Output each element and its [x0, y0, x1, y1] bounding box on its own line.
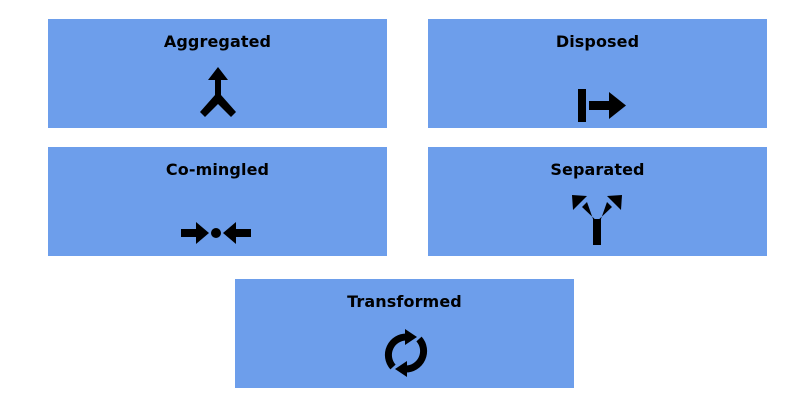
tile-title-comingled: Co-mingled [165, 160, 270, 179]
tile-title-separated: Separated [550, 160, 645, 179]
tile-comingled: Co-mingled [48, 147, 387, 256]
tile-disposed: Disposed [428, 19, 767, 128]
tile-transformed: Transformed [235, 279, 574, 388]
tile-title-aggregated: Aggregated [163, 32, 272, 51]
converging-arrows-icon [181, 222, 251, 244]
tile-separated: Separated [428, 147, 767, 256]
split-arrow-icon [572, 195, 622, 245]
merge-arrow-icon [200, 67, 236, 117]
bar-right-arrow-icon [578, 89, 626, 122]
tile-aggregated: Aggregated [48, 19, 387, 128]
tile-title-transformed: Transformed [347, 292, 462, 311]
tile-title-disposed: Disposed [555, 32, 640, 51]
cycle-arrows-icon [384, 329, 428, 377]
